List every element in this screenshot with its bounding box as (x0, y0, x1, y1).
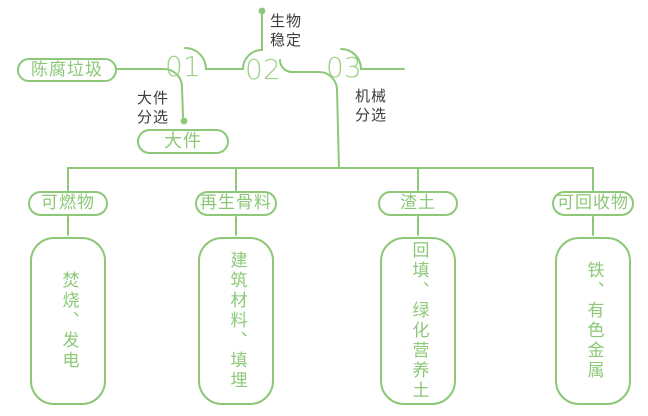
category-pill-recycled-aggregate: 再生骨料 (195, 191, 277, 216)
result-text-slag: 回填、绿化营养土 (408, 241, 429, 401)
swoosh-02-and-line-to-03 (279, 59, 320, 73)
step-number-03: 03 (326, 51, 362, 84)
category-pill-recyclable-label: 可回收物 (557, 193, 629, 213)
step-label-mechanical-sorting-line1: 机械 (355, 87, 388, 105)
arc-02-up-to-bio (242, 14, 263, 70)
result-box-recycled-aggregate: 建筑材料、填埋 (198, 237, 274, 405)
category-pill-combustible: 可燃物 (28, 191, 108, 216)
step-label-bulky-sorting-line1: 大件 (137, 89, 170, 107)
step-label-mechanical-sorting-line2: 分选 (355, 106, 388, 124)
output-pill-bulky-label: 大件 (164, 130, 202, 152)
category-pill-recyclable: 可回收物 (552, 191, 634, 216)
arc-03-and-tail-line (340, 48, 405, 70)
source-label: 陈腐垃圾 (31, 59, 103, 80)
category-pill-recycled-aggregate-label: 再生骨料 (200, 193, 272, 213)
step-label-bio-stabilization-line2: 稳定 (270, 31, 303, 49)
result-text-combustible: 焚烧、发电 (58, 271, 79, 371)
step-label-bio-stabilization: 生物 稳定 (270, 12, 302, 50)
category-pill-slag-label: 渣土 (400, 193, 436, 213)
step-label-mechanical-sorting: 机械 分选 (355, 87, 387, 125)
category-pill-combustible-label: 可燃物 (41, 193, 95, 213)
arc-01-and-line-to-02 (184, 47, 244, 70)
branch-curve-01-down (163, 68, 184, 118)
output-pill-bulky: 大件 (137, 129, 229, 154)
dot-bulky (180, 117, 188, 125)
result-box-slag: 回填、绿化营养土 (380, 237, 456, 405)
result-box-recyclable: 铁、有色金属 (555, 237, 631, 405)
step-label-bulky-sorting: 大件 分选 (137, 89, 169, 127)
dot-bio (258, 7, 266, 15)
step-number-02: 02 (245, 53, 281, 86)
category-pill-slag: 渣土 (378, 191, 458, 216)
result-text-recycled-aggregate: 建筑材料、填埋 (226, 251, 247, 391)
result-text-recyclable: 铁、有色金属 (583, 261, 604, 381)
source-pill: 陈腐垃圾 (17, 58, 117, 82)
step-label-bio-stabilization-line1: 生物 (270, 12, 303, 30)
trunk-line (67, 167, 594, 191)
step-label-bulky-sorting-line2: 分选 (137, 108, 170, 126)
result-box-combustible: 焚烧、发电 (30, 237, 106, 405)
branch-curve-03-down (318, 71, 340, 169)
step-number-01: 01 (165, 50, 201, 83)
